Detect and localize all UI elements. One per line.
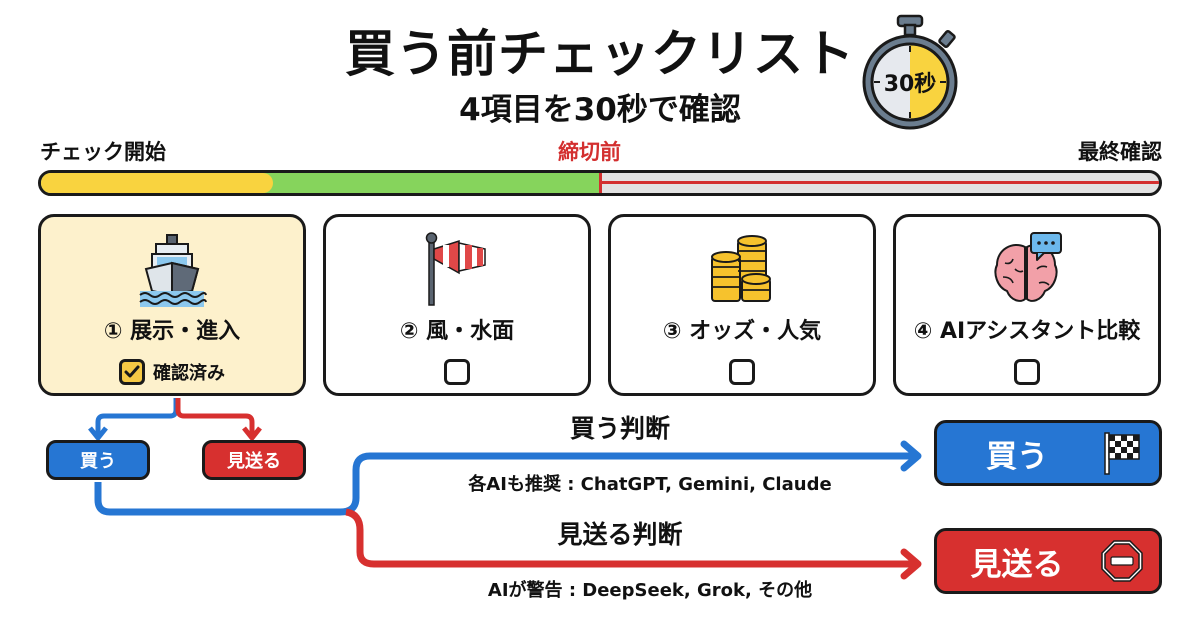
progress-remaining-line — [602, 181, 1159, 184]
skip-decision-title: 見送る判断 — [557, 520, 683, 549]
checklist-card-odds[interactable]: ③ オッズ・人気 — [608, 214, 876, 396]
card-label: ④ AIアシスタント比較 — [913, 319, 1141, 344]
branch-skip-button[interactable]: 見送る — [202, 440, 306, 480]
skip-decision-note: AIが警告 : DeepSeek, Grok, その他 — [487, 580, 813, 601]
checklist-card-ai-compare[interactable]: ④ AIアシスタント比較 — [893, 214, 1161, 396]
checklist-card-exhibition[interactable]: ① 展示・進入 確認済み — [38, 214, 306, 396]
stopwatch-icon: 30秒 — [858, 14, 962, 132]
brain-chat-icon — [987, 229, 1067, 309]
checkbox-checked[interactable] — [119, 359, 145, 385]
stop-sign-icon — [1099, 538, 1145, 584]
progress-segment-yellow — [41, 173, 273, 193]
buy-decision-title: 買う判断 — [569, 414, 670, 443]
checkered-flag-icon — [1099, 430, 1145, 476]
coins-icon — [702, 229, 782, 309]
card-check-row[interactable]: 確認済み — [119, 359, 225, 385]
card-label: ① 展示・進入 — [103, 319, 241, 344]
windsock-icon — [417, 229, 497, 309]
buy-button-label: 買う — [986, 438, 1048, 475]
progress-deadline-marker — [599, 173, 602, 193]
card-status: 確認済み — [153, 363, 225, 384]
page-subtitle: 4項目を30秒で確認 — [459, 92, 741, 128]
card-check-row[interactable] — [1014, 359, 1040, 385]
skip-button-label: 見送る — [970, 546, 1064, 583]
progress-end-label: 最終確認 — [1078, 140, 1162, 164]
progress-start-label: チェック開始 — [40, 140, 166, 164]
checkbox-unchecked[interactable] — [1014, 359, 1040, 385]
checkbox-unchecked[interactable] — [444, 359, 470, 385]
timer-label: 30秒 — [884, 72, 937, 97]
checklist-card-wind[interactable]: ② 風・水面 — [323, 214, 591, 396]
card-check-row[interactable] — [444, 359, 470, 385]
page-title: 買う前チェックリスト — [345, 25, 855, 83]
buy-decision-note: 各AIも推奨 : ChatGPT, Gemini, Claude — [468, 474, 832, 495]
card-check-row[interactable] — [729, 359, 755, 385]
progress-deadline-label: 締切前 — [558, 140, 621, 164]
checkbox-unchecked[interactable] — [729, 359, 755, 385]
buy-button[interactable]: 買う — [934, 420, 1162, 486]
card-label: ② 風・水面 — [399, 319, 515, 344]
progress-bar — [38, 170, 1162, 196]
boat-icon — [132, 229, 212, 309]
card-label: ③ オッズ・人気 — [662, 319, 822, 344]
skip-button[interactable]: 見送る — [934, 528, 1162, 594]
branch-buy-button[interactable]: 買う — [46, 440, 150, 480]
